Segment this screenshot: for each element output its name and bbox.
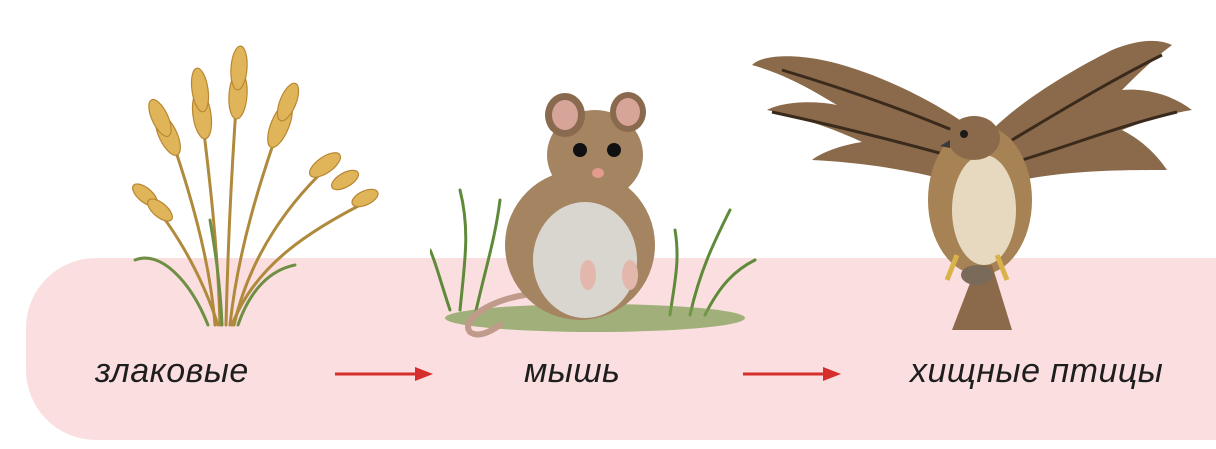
arrow-icon — [335, 364, 435, 384]
hawk-icon — [752, 30, 1202, 340]
wheat-bundle-icon — [120, 40, 390, 330]
label-cereals: злаковые — [95, 352, 249, 391]
mouse-icon — [430, 70, 760, 340]
label-birds-of-prey: хищные птицы — [910, 352, 1163, 391]
label-mouse: мышь — [524, 352, 620, 391]
arrow-icon — [743, 364, 843, 384]
